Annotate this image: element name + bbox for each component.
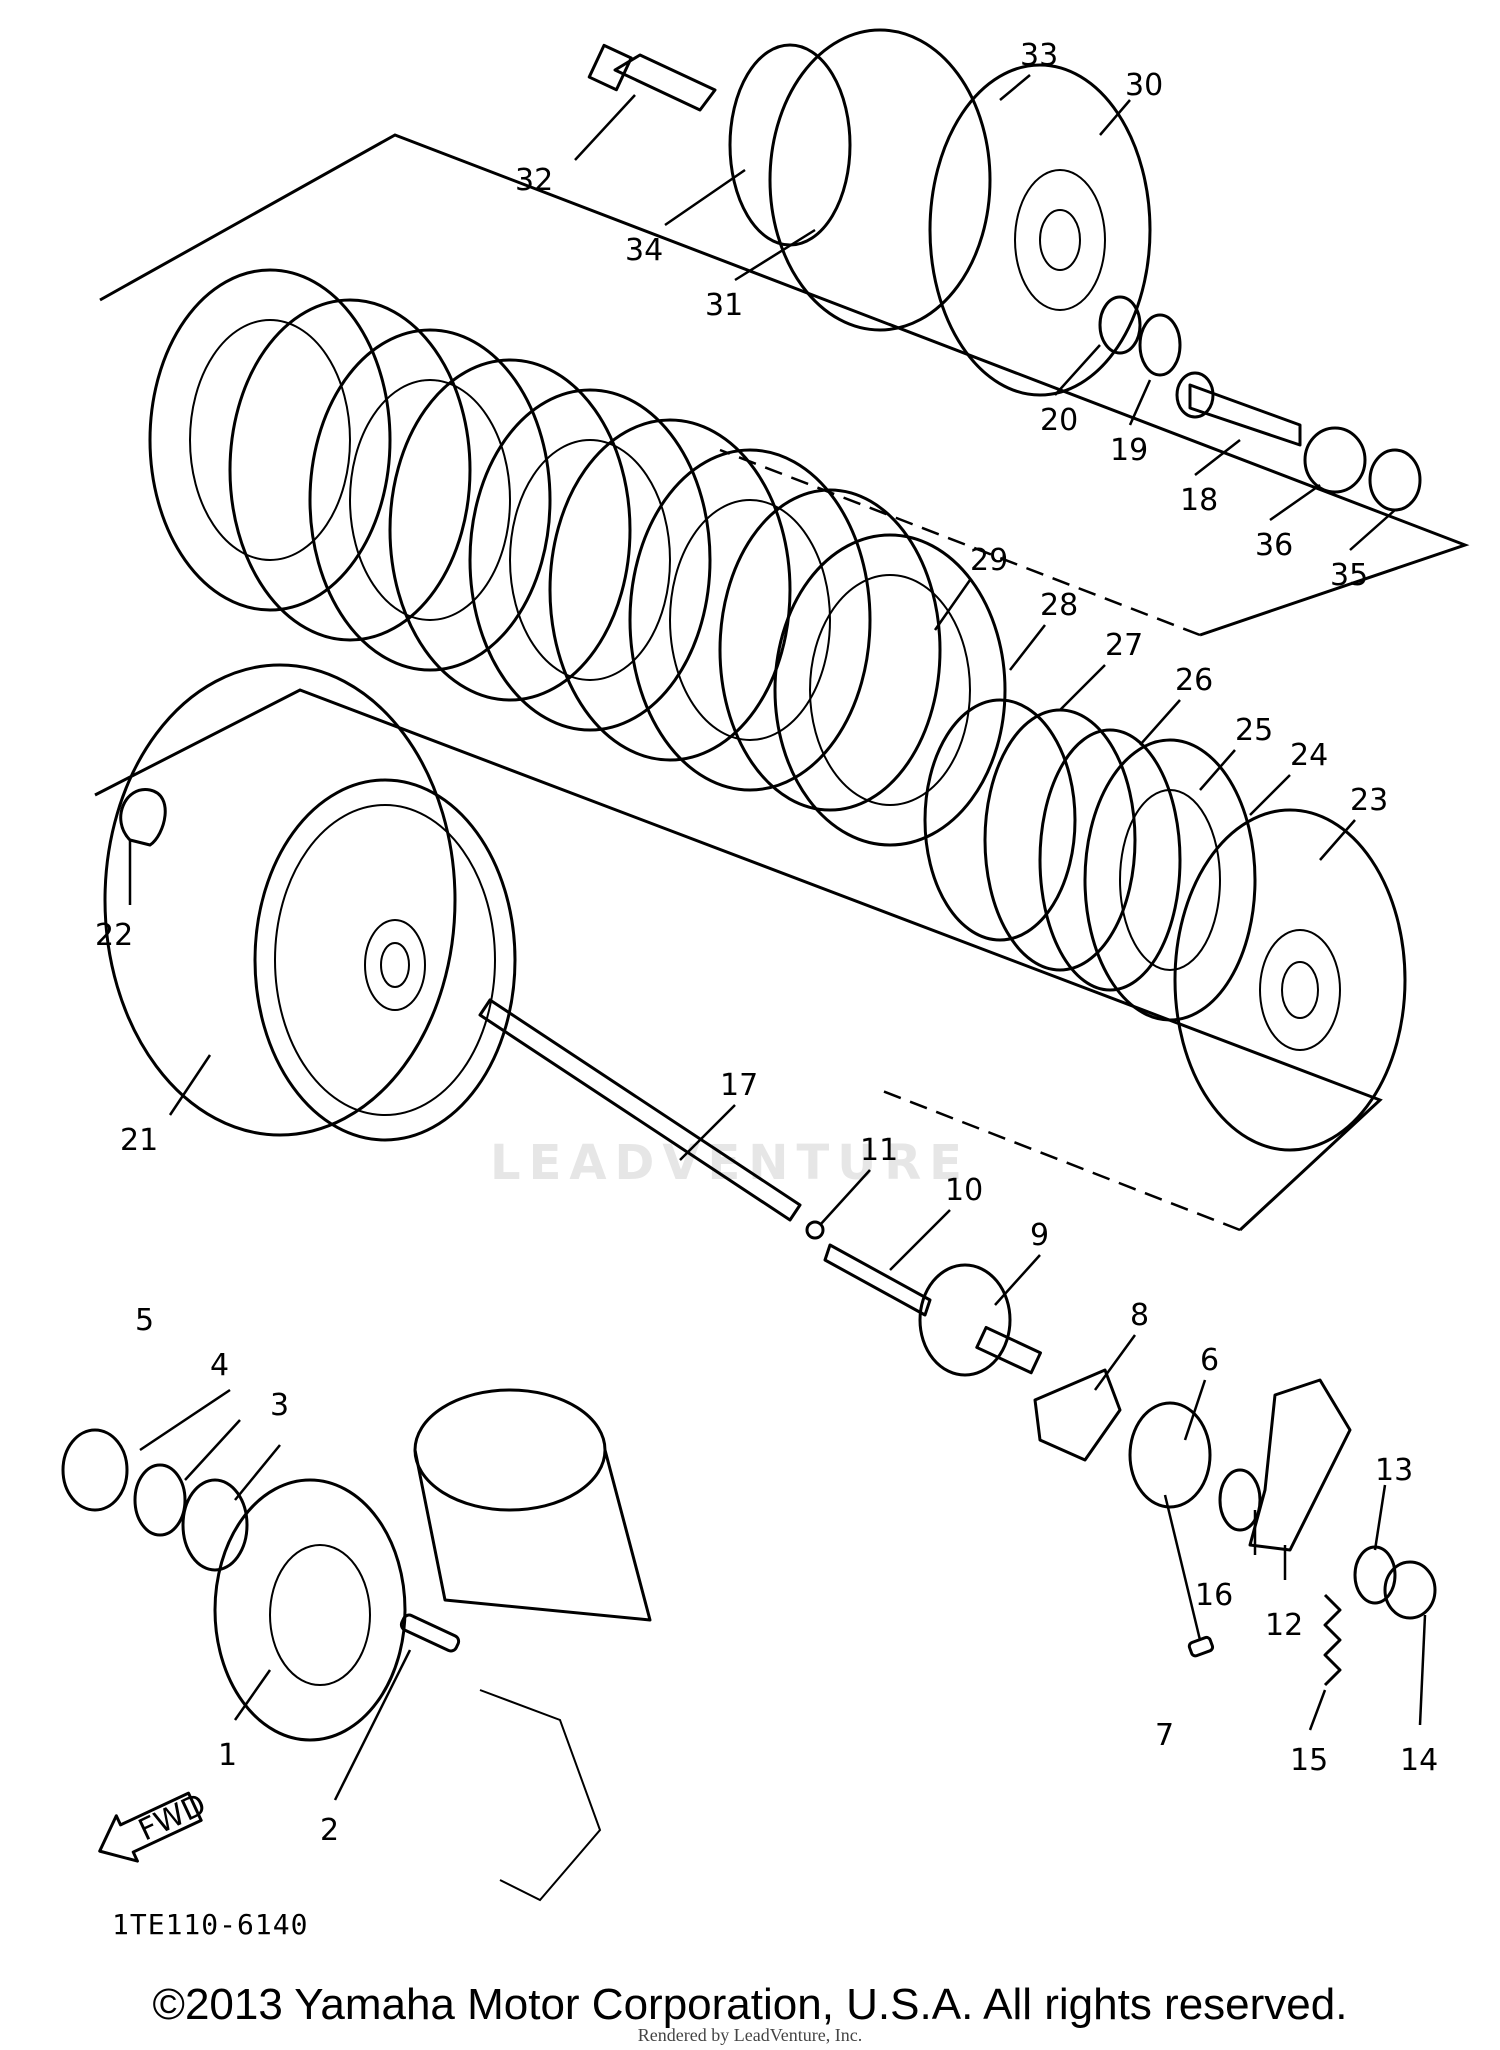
- clutch-boss-24: [1083, 738, 1257, 1022]
- leader-lines: [128, 74, 1427, 1801]
- bearing-19: [1138, 313, 1182, 377]
- callout-36: 36: [1255, 528, 1293, 563]
- upper-assembly-frame: [99, 133, 1470, 637]
- callout-30: 30: [1125, 68, 1163, 103]
- push-rod-10: [823, 1243, 932, 1317]
- callout-23: 23: [1350, 783, 1388, 818]
- part-30-group: [928, 63, 1152, 397]
- nut-36: [1303, 426, 1367, 494]
- pressure-plate-23: [1173, 808, 1407, 1152]
- callout-13: 13: [1375, 1453, 1413, 1488]
- callout-11: 11: [860, 1133, 898, 1168]
- key-2: [399, 1613, 461, 1653]
- part-27: [923, 698, 1077, 942]
- push-lever-9: [918, 1263, 1012, 1377]
- part-25: [1038, 728, 1182, 992]
- callout-32: 32: [515, 163, 553, 198]
- oil-seal-6: [1128, 1401, 1212, 1509]
- callout-12: 12: [1265, 1608, 1303, 1643]
- bearing-16: [1218, 1468, 1262, 1532]
- callout-31: 31: [705, 288, 743, 323]
- callout-27: 27: [1105, 628, 1143, 663]
- callout-16: 16: [1195, 1578, 1233, 1613]
- callout-34: 34: [625, 233, 663, 268]
- primary-drive-gear-1: [213, 1478, 407, 1742]
- callout-35: 35: [1330, 558, 1368, 593]
- part-34-plate: [728, 43, 852, 247]
- nut-5: [61, 1428, 129, 1512]
- callout-8: 8: [1130, 1298, 1149, 1333]
- washer-35: [1368, 448, 1422, 512]
- callout-28: 28: [1040, 588, 1078, 623]
- fwd-label: FWD: [133, 1787, 211, 1848]
- washer-3: [181, 1478, 249, 1572]
- clutch-housing-21: [103, 663, 517, 1142]
- washer-20: [1098, 295, 1142, 355]
- clutch-plate-stack: [148, 268, 942, 812]
- plate-8: [1033, 1368, 1122, 1462]
- upper-assembly-frame-dash: [719, 448, 1201, 637]
- nut-14: [1383, 1560, 1437, 1620]
- callout-18: 18: [1180, 483, 1218, 518]
- callout-10: 10: [945, 1173, 983, 1208]
- pin-7: [1187, 1635, 1215, 1658]
- callout-5: 5: [135, 1303, 154, 1338]
- lower-assembly-frame: [94, 688, 1383, 1232]
- push-rod-18: [1188, 383, 1302, 447]
- friction-plate-29: [773, 533, 1007, 847]
- push-rod-17: [478, 998, 802, 1222]
- spring-15: [1323, 1593, 1342, 1687]
- rendered-by-note: Rendered by LeadVenture, Inc.: [637, 2025, 863, 2045]
- watermark: LEADVENTURE: [490, 1135, 970, 1191]
- lower-assembly-frame-dash: [879, 1088, 1241, 1232]
- circlip-22: [119, 788, 167, 847]
- callout-1: 1: [218, 1738, 237, 1773]
- lock-washer-4: [133, 1463, 187, 1537]
- callout-6: 6: [1200, 1343, 1219, 1378]
- callout-4: 4: [210, 1348, 229, 1383]
- callout-29: 29: [970, 543, 1008, 578]
- callout-25: 25: [1235, 713, 1273, 748]
- copyright-notice: ©2013 Yamaha Motor Corporation, U.S.A. A…: [152, 1980, 1348, 2029]
- ball-11: [805, 1220, 825, 1240]
- lever-12: [1248, 1378, 1352, 1552]
- callout-2: 2: [320, 1813, 339, 1848]
- callout-9: 9: [1030, 1218, 1049, 1253]
- callout-24: 24: [1290, 738, 1328, 773]
- callout-7: 7: [1155, 1718, 1174, 1753]
- bolt-32-head: [587, 43, 633, 92]
- callout-26: 26: [1175, 663, 1213, 698]
- callout-labels: 32 34 31 33 30 20 19 18 36 35 29 28 27 2…: [95, 38, 1438, 1848]
- callout-21: 21: [120, 1123, 158, 1158]
- callout-14: 14: [1400, 1743, 1438, 1778]
- callout-33: 33: [1020, 38, 1058, 73]
- callout-17: 17: [720, 1068, 758, 1103]
- part-31-plate: [768, 28, 992, 332]
- push-lever-9-shaft: [975, 1325, 1042, 1375]
- callout-20: 20: [1040, 403, 1078, 438]
- fwd-arrow: FWD: [98, 1787, 212, 1863]
- callout-3: 3: [270, 1388, 289, 1423]
- crankshaft-outline: [413, 1388, 652, 1902]
- part-number-code: 1TE110-6140: [112, 1908, 309, 1941]
- callout-22: 22: [95, 918, 133, 953]
- callout-15: 15: [1290, 1743, 1328, 1778]
- push-rod-18-head: [1175, 371, 1215, 419]
- callout-19: 19: [1110, 433, 1148, 468]
